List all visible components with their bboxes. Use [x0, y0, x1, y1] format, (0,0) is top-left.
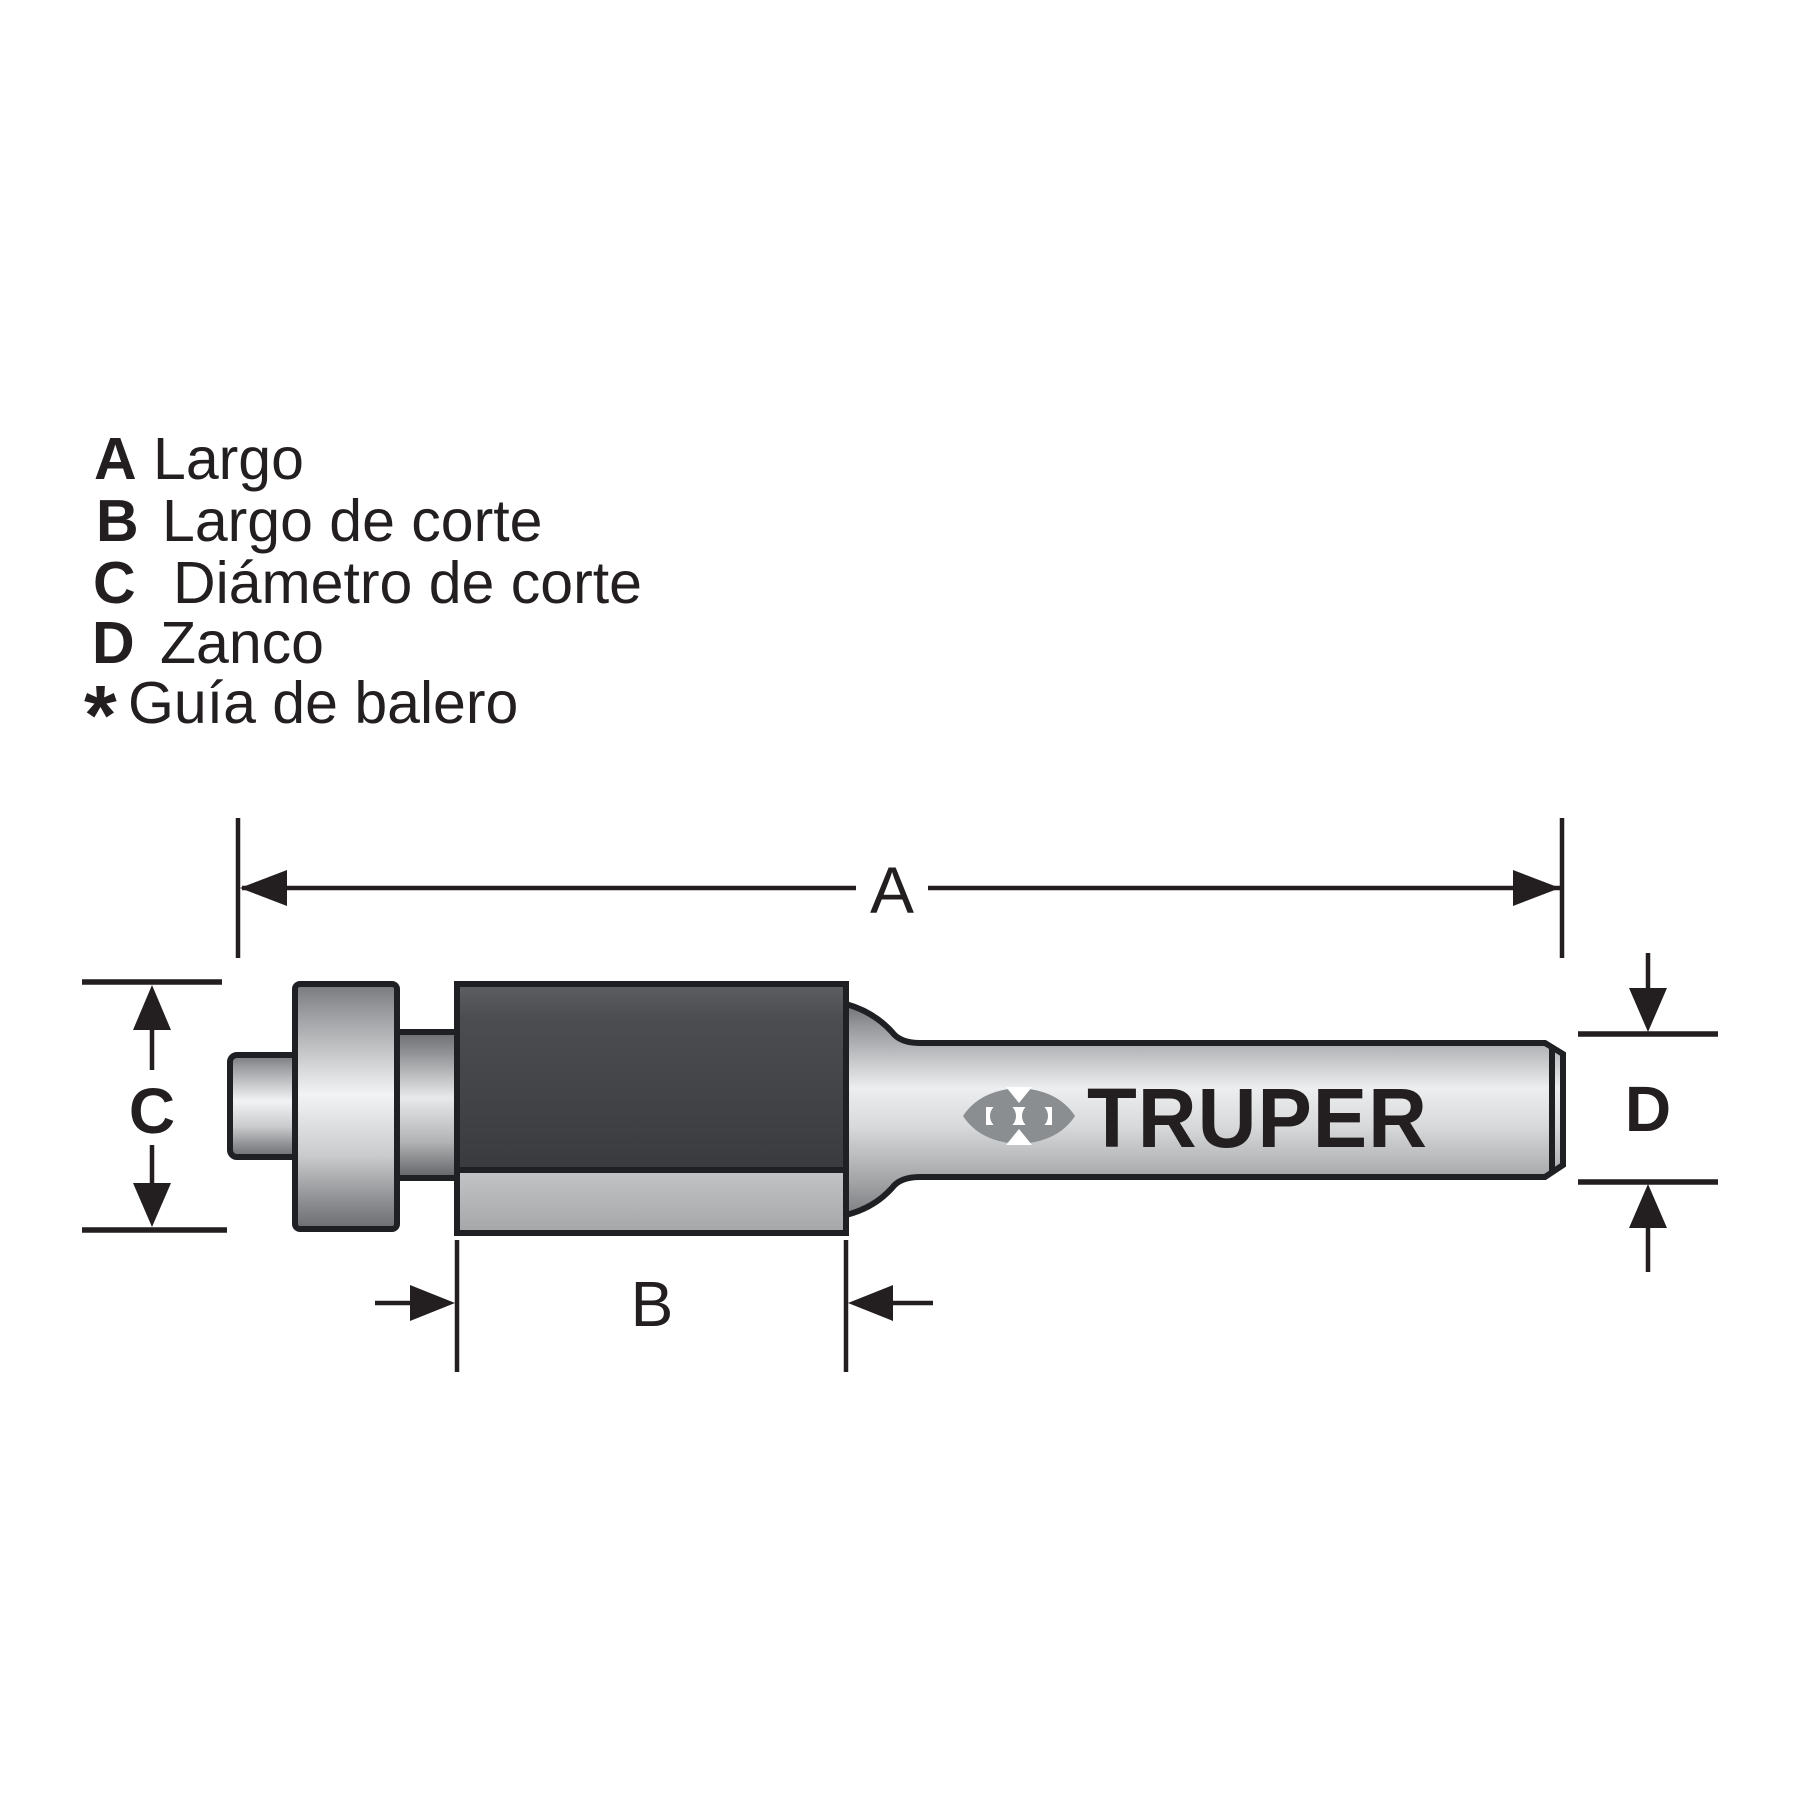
dimension-c: C	[82, 979, 227, 1233]
legend-row-bearing: * Guía de balero	[84, 668, 518, 762]
dim-a-label: A	[870, 853, 914, 927]
pilot-shaft	[227, 1052, 303, 1160]
dim-a-arrow-left	[240, 870, 287, 906]
legend-key-d: D	[92, 610, 135, 676]
dim-c-label: C	[129, 1075, 175, 1147]
dim-b-arrow-right	[848, 1285, 893, 1321]
dim-d-label: D	[1625, 1073, 1671, 1145]
legend-row-a: A Largo	[94, 426, 304, 492]
legend-label-b: Largo de corte	[162, 488, 542, 554]
dim-b-label: B	[631, 1268, 674, 1340]
dim-b-arrow-left	[410, 1285, 455, 1321]
emblem-right-node	[1022, 1103, 1048, 1129]
truper-emblem	[963, 1087, 1075, 1145]
legend-key-a: A	[94, 426, 137, 492]
legend-row-c: C Diámetro de corte	[93, 550, 642, 616]
legend-key-c: C	[93, 550, 136, 616]
dim-c-arrow-down	[133, 1183, 171, 1227]
emblem-top-notch	[1006, 1087, 1032, 1103]
legend-label-bearing: Guía de balero	[128, 670, 518, 736]
legend-label-c: Diámetro de corte	[173, 550, 642, 616]
legend-label-d: Zanco	[160, 610, 324, 676]
dim-c-arrow-up	[133, 985, 171, 1030]
legend: A Largo B Largo de corte C Diámetro de c…	[84, 426, 642, 762]
emblem-left-node	[990, 1103, 1016, 1129]
dimension-d: D	[1578, 953, 1718, 1272]
shank	[843, 1000, 1566, 1219]
legend-key-asterisk: *	[84, 668, 117, 762]
dim-d-arrow-down	[1629, 988, 1667, 1032]
cutter-body	[454, 981, 849, 1173]
emblem-bottom-notch	[1006, 1129, 1032, 1145]
truper-logo: TRUPER	[963, 1071, 1428, 1165]
legend-label-a: Largo	[153, 426, 304, 492]
truper-wordmark: TRUPER	[1087, 1071, 1428, 1165]
cutting-edge	[454, 1167, 849, 1236]
dimension-a: A	[235, 818, 1565, 958]
router-bit: TRUPER	[227, 981, 1566, 1236]
legend-row-d: D Zanco	[92, 610, 324, 676]
dim-d-arrow-up	[1629, 1184, 1667, 1228]
bearing-spacer	[392, 1029, 462, 1181]
dim-a-arrow-right	[1513, 870, 1560, 906]
legend-row-b: B Largo de corte	[96, 488, 542, 554]
bearing-guide	[292, 981, 400, 1232]
dimension-b: B	[375, 1240, 933, 1372]
legend-key-b: B	[96, 488, 139, 554]
